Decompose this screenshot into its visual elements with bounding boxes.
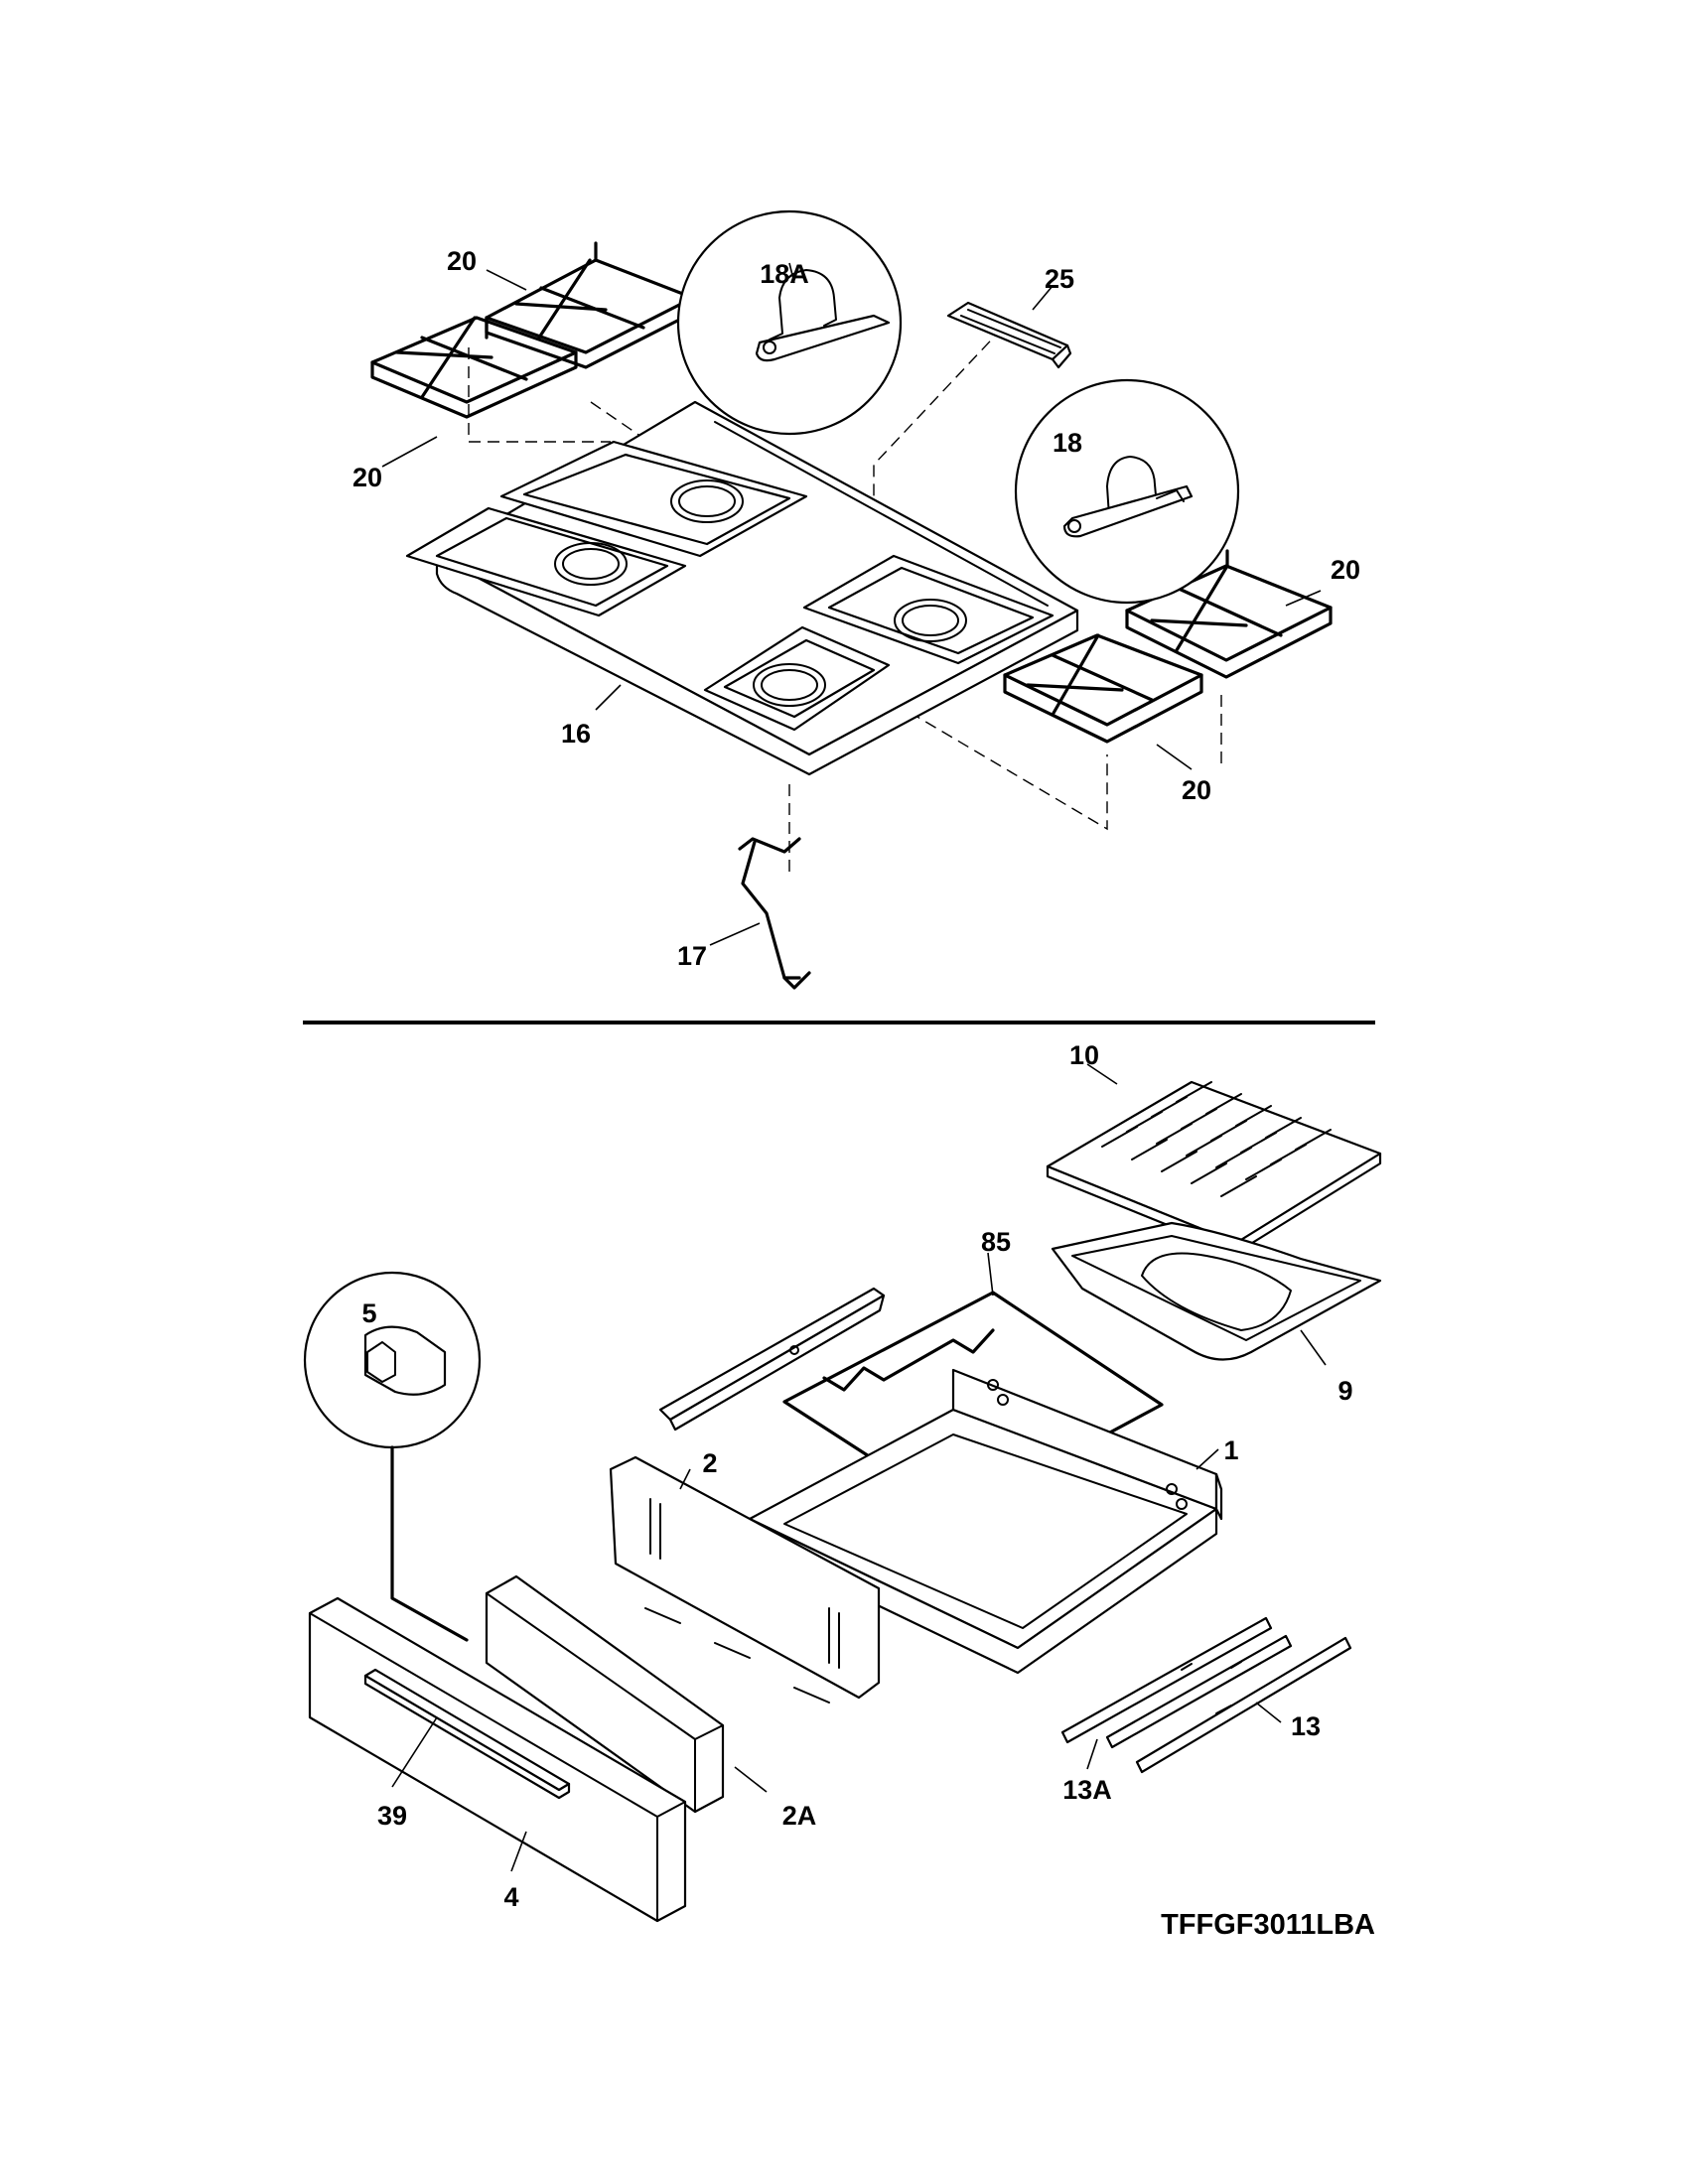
- model-code: TFFGF3011LBA: [1161, 1909, 1375, 1941]
- slide-rail-part-13a: [1060, 1616, 1293, 1749]
- callout-2a: 2A: [782, 1801, 817, 1831]
- side-rail-left: [658, 1287, 886, 1432]
- callout-labels: 20 20 18A 25 18 20 20 16 17 10 9 85 5 1 …: [352, 246, 1360, 1912]
- detail-circle-5: [303, 1271, 482, 1642]
- vent-trim-part-25: [946, 301, 1072, 369]
- callout-20-back-right: 20: [1331, 555, 1360, 585]
- grate-front-right: [1003, 633, 1203, 744]
- detail-circle-18a: [676, 209, 903, 436]
- callout-20-back-left: 20: [447, 246, 477, 276]
- drawer-body-part-1: [748, 1368, 1223, 1675]
- grate-front-left: [370, 316, 578, 419]
- broiler-grid-part-10: [1046, 1080, 1382, 1255]
- wire-spring-part-17: [738, 837, 811, 990]
- callout-4: 4: [503, 1882, 518, 1912]
- callout-20-front-left: 20: [352, 463, 382, 492]
- callout-13: 13: [1291, 1711, 1321, 1741]
- callout-39: 39: [377, 1801, 407, 1831]
- detail-circle-18: [1014, 378, 1240, 605]
- callout-9: 9: [1337, 1376, 1352, 1406]
- callout-5: 5: [361, 1298, 376, 1328]
- callout-17: 17: [677, 941, 707, 971]
- grate-back-left: [485, 241, 695, 369]
- callout-10: 10: [1069, 1040, 1099, 1070]
- cooktop-part-16: [405, 400, 1079, 776]
- callout-25: 25: [1045, 264, 1074, 294]
- callout-20-front-right: 20: [1182, 775, 1211, 805]
- slide-rail-part-13: [1135, 1636, 1352, 1774]
- callout-16: 16: [561, 719, 591, 749]
- callout-1: 1: [1223, 1435, 1238, 1465]
- leader-lines: [381, 262, 1327, 1872]
- callout-18: 18: [1053, 428, 1082, 458]
- callout-2: 2: [702, 1448, 717, 1478]
- drawer-back-part-2: [609, 1455, 881, 1704]
- drawer-handle-part-39: [363, 1668, 571, 1800]
- callout-18a: 18A: [760, 259, 809, 289]
- broiler-pan-part-9: [1051, 1221, 1382, 1361]
- drawer-front-liner-part-2a: [485, 1574, 725, 1814]
- callout-13a: 13A: [1062, 1775, 1112, 1805]
- callout-85: 85: [981, 1227, 1011, 1257]
